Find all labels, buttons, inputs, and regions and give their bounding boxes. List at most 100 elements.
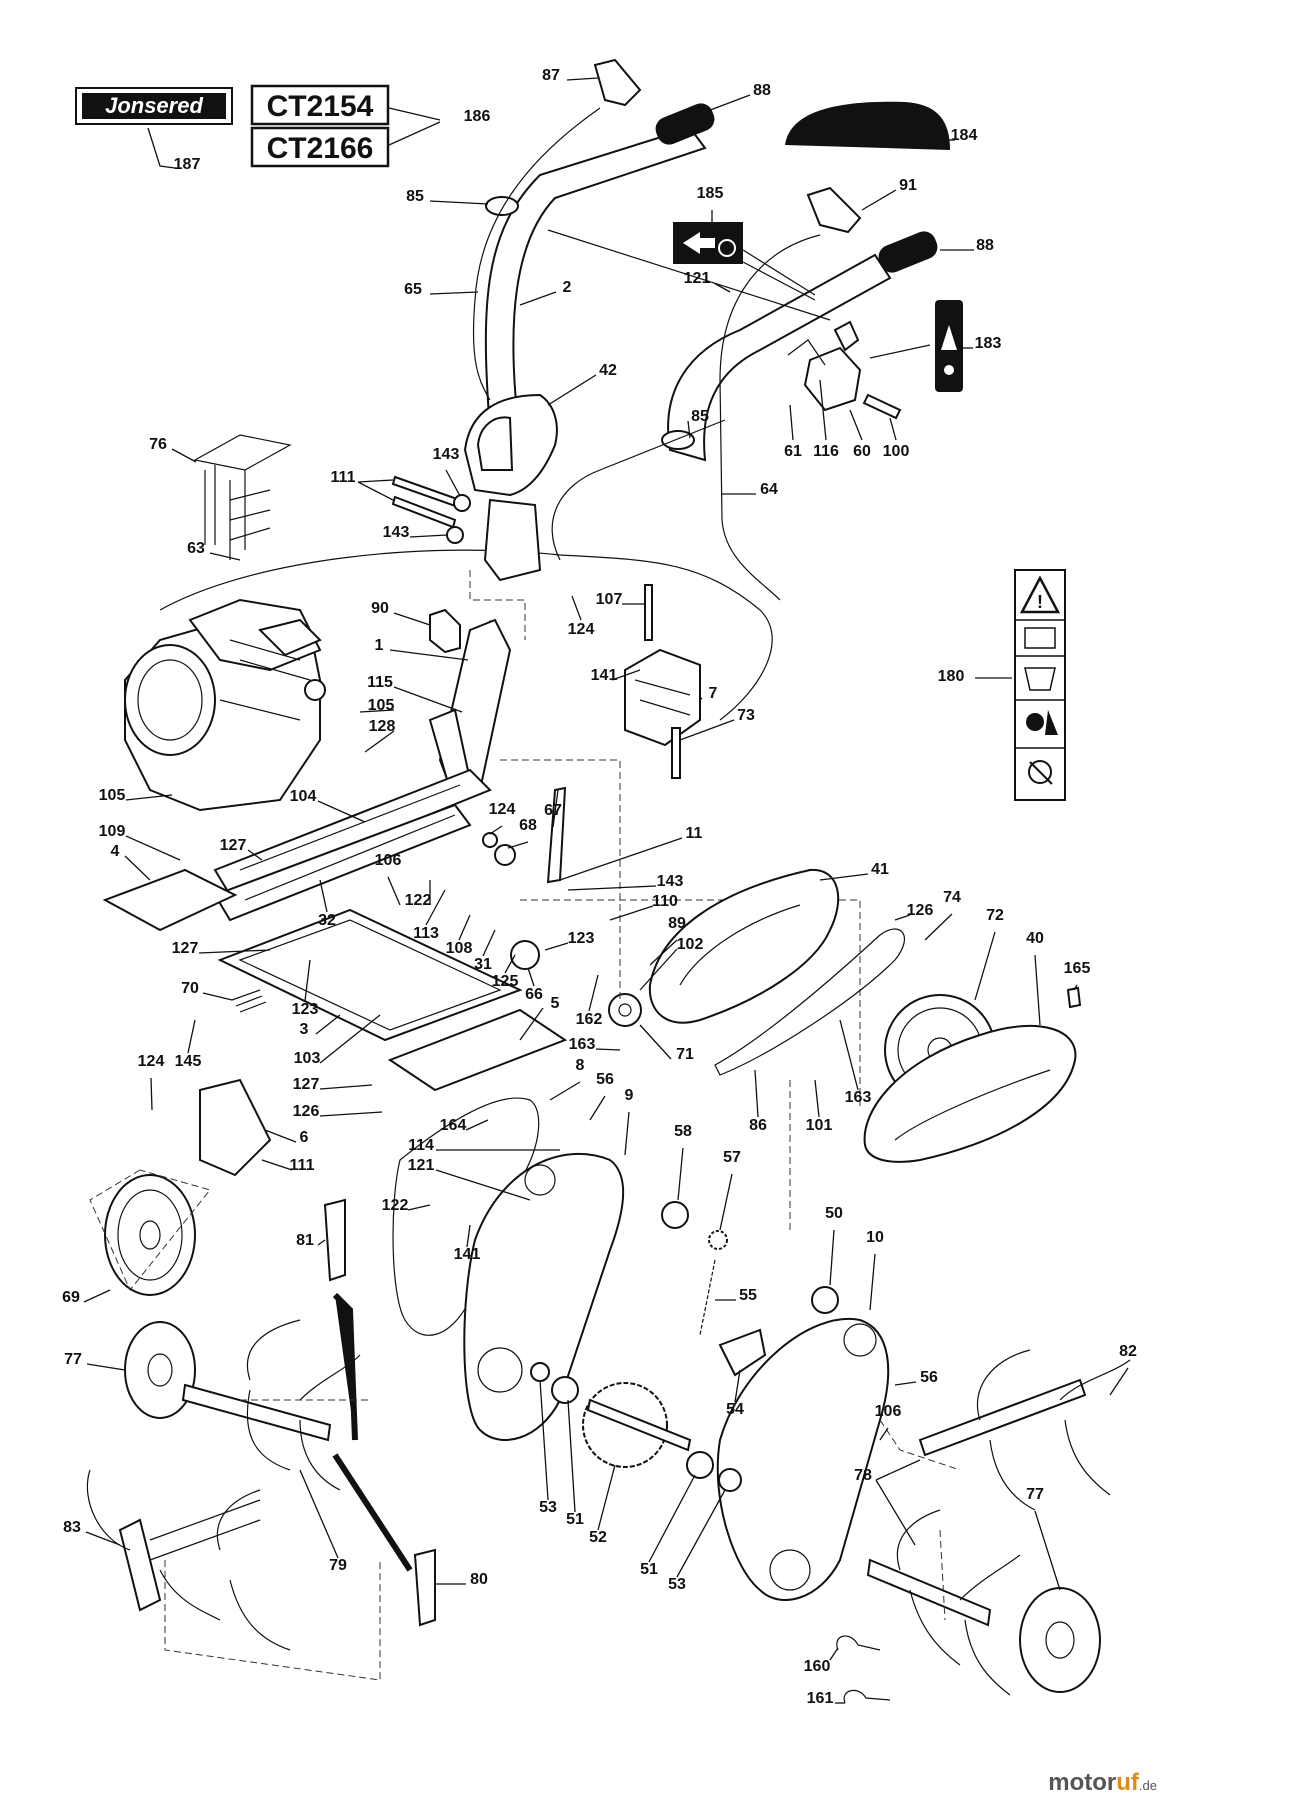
callout-83: 83 bbox=[63, 1519, 81, 1536]
callout-145: 145 bbox=[175, 1053, 202, 1070]
leader-lines bbox=[83, 77, 1129, 1704]
callout-63: 63 bbox=[187, 540, 205, 557]
drive-belt-74 bbox=[714, 928, 906, 1076]
tine-blade-81 bbox=[323, 1198, 346, 1282]
model-tag-2-text: CT2166 bbox=[267, 132, 374, 165]
callout-123: 123 bbox=[568, 930, 595, 947]
watermark-main: motor bbox=[1048, 1769, 1116, 1796]
callout-127: 127 bbox=[220, 837, 247, 854]
callout-70: 70 bbox=[181, 980, 199, 997]
callout-163: 163 bbox=[569, 1036, 596, 1053]
engine bbox=[124, 598, 326, 812]
belt-cover-40 bbox=[863, 1024, 1077, 1163]
handle-cover-42 bbox=[463, 393, 558, 497]
callout-113: 113 bbox=[413, 925, 439, 942]
tine-assembly-right bbox=[866, 1349, 1131, 1696]
callout-4: 4 bbox=[111, 843, 120, 860]
screw-165 bbox=[1066, 986, 1082, 1009]
callout-76: 76 bbox=[149, 436, 167, 453]
callout-88: 88 bbox=[976, 237, 994, 254]
callout-105: 105 bbox=[368, 697, 395, 714]
callout-183: 183 bbox=[975, 335, 1002, 352]
callout-79: 79 bbox=[329, 1557, 347, 1574]
callout-124: 124 bbox=[489, 801, 516, 818]
svg-text:motoruf.de: motoruf.de bbox=[1048, 1769, 1157, 1796]
hitch-pin-161 bbox=[843, 1689, 891, 1704]
callout-161: 161 bbox=[807, 1690, 834, 1707]
skid-plate-4 bbox=[102, 868, 238, 932]
watermark-suffix: .de bbox=[1139, 1778, 1157, 1793]
belt-guard-41 bbox=[648, 868, 840, 1024]
bearing-50 bbox=[811, 1286, 839, 1314]
callout-111: 111 bbox=[331, 469, 356, 486]
spacer-90 bbox=[429, 608, 461, 654]
callout-180: 180 bbox=[938, 668, 965, 685]
callout-11: 11 bbox=[686, 825, 703, 842]
callout-186: 186 bbox=[464, 108, 491, 125]
callout-107: 107 bbox=[596, 591, 623, 608]
callout-87: 87 bbox=[542, 67, 560, 84]
clutch-lever bbox=[806, 186, 862, 234]
callout-90: 90 bbox=[371, 600, 389, 617]
callout-60: 60 bbox=[853, 443, 871, 460]
callout-105: 105 bbox=[99, 787, 126, 804]
handlebar bbox=[484, 103, 938, 462]
model-tag-1: CT2154 bbox=[250, 84, 390, 126]
bearing-51-a bbox=[551, 1376, 579, 1404]
callout-68: 68 bbox=[519, 817, 537, 834]
callout-56: 56 bbox=[920, 1369, 938, 1386]
throttle-cable-65 bbox=[472, 107, 601, 401]
hitch-pin-160 bbox=[836, 1635, 881, 1651]
callout-125: 125 bbox=[492, 973, 519, 990]
roller-66 bbox=[510, 940, 540, 970]
callout-10: 10 bbox=[866, 1229, 884, 1246]
chain-55 bbox=[699, 1259, 716, 1336]
callout-124: 124 bbox=[568, 621, 595, 638]
callout-104: 104 bbox=[290, 788, 317, 805]
callout-53: 53 bbox=[668, 1576, 686, 1593]
brand-logo-text: Jonsered bbox=[105, 93, 203, 118]
callout-184: 184 bbox=[951, 127, 978, 144]
bearing-58 bbox=[661, 1201, 689, 1229]
callout-123: 123 bbox=[292, 1001, 319, 1018]
bearing-53-b bbox=[718, 1468, 742, 1492]
handle-bracket bbox=[483, 498, 542, 582]
callout-187: 187 bbox=[174, 156, 201, 173]
callout-116: 116 bbox=[813, 443, 839, 460]
transport-wheel-69 bbox=[104, 1174, 196, 1296]
depth-plate-3 bbox=[217, 908, 523, 1042]
callout-165: 165 bbox=[1064, 960, 1091, 977]
callout-88: 88 bbox=[753, 82, 771, 99]
callout-67: 67 bbox=[544, 802, 562, 819]
callout-85: 85 bbox=[406, 188, 424, 205]
callout-77: 77 bbox=[1026, 1486, 1044, 1503]
bearing-51-b bbox=[686, 1451, 714, 1479]
callout-106: 106 bbox=[375, 852, 402, 869]
depth-plate-5 bbox=[387, 1008, 568, 1092]
nut-124 bbox=[482, 832, 498, 848]
callout-57: 57 bbox=[723, 1149, 741, 1166]
callout-55: 55 bbox=[739, 1287, 757, 1304]
direction-decal-185 bbox=[673, 222, 743, 264]
callout-102: 102 bbox=[677, 936, 704, 953]
callout-143: 143 bbox=[433, 446, 460, 463]
callout-65: 65 bbox=[404, 281, 422, 298]
spring-68 bbox=[494, 844, 516, 866]
callout-3: 3 bbox=[300, 1021, 309, 1038]
callout-122: 122 bbox=[405, 892, 432, 909]
throttle-cable-63 bbox=[159, 549, 773, 721]
tine-blade-80 bbox=[413, 1548, 436, 1627]
callout-143: 143 bbox=[657, 873, 684, 890]
wheel-arm-6 bbox=[199, 1078, 272, 1177]
callout-40: 40 bbox=[1026, 930, 1044, 947]
chain-case-10 bbox=[716, 1317, 890, 1601]
clutch-cable-64 bbox=[719, 234, 821, 601]
svg-text:!: ! bbox=[1037, 592, 1043, 612]
callout-42: 42 bbox=[599, 362, 617, 379]
tine-assembly-left bbox=[86, 1319, 361, 1651]
callout-110: 110 bbox=[652, 893, 678, 910]
callout-61: 61 bbox=[784, 443, 802, 460]
callout-31: 31 bbox=[474, 956, 492, 973]
sprocket-57 bbox=[708, 1230, 728, 1250]
